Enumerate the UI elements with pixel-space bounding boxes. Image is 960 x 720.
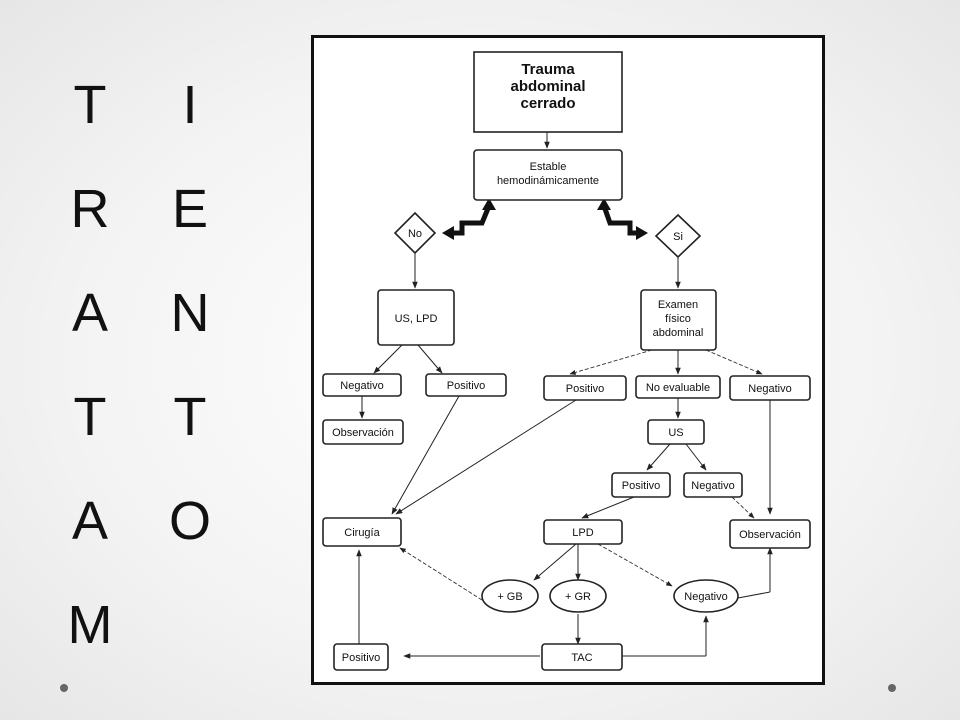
node-positivo-tac-label: Positivo [342, 652, 381, 664]
node-examen: Examen físico abdominal [640, 289, 717, 351]
slide-dot-right [888, 684, 896, 692]
title-letter: A [71, 283, 109, 343]
node-negativo-lpd: Negativo [673, 579, 739, 613]
node-negativo-left: Negativo [322, 373, 402, 397]
flowchart-svg: Trauma abdominal cerrado Estable hemodin… [322, 51, 811, 671]
flowchart-frame: Trauma abdominal cerrado Estable hemodin… [311, 35, 825, 685]
title-letter: O [168, 491, 211, 551]
node-gr-label: + GR [565, 591, 591, 603]
node-lpd: LPD [543, 519, 623, 545]
node-us-lpd: US, LPD [377, 289, 455, 346]
node-no-evaluable: No evaluable [635, 375, 721, 399]
vertical-title-column-2: I E N T O [160, 78, 220, 598]
node-trauma-line-2: abdominal [510, 78, 585, 95]
node-gr: + GR [549, 579, 607, 613]
node-estable: Estable hemodinámicamente [473, 149, 623, 201]
node-positivo-us: Positivo [611, 472, 671, 498]
node-negativo-lpd-label: Negativo [684, 591, 727, 603]
node-observacion-right-label: Observación [739, 529, 801, 541]
title-letter: I [182, 75, 198, 135]
node-negativo-us-label: Negativo [691, 480, 734, 492]
node-lpd-label: LPD [572, 527, 593, 539]
node-trauma-line-1: Trauma [521, 61, 575, 78]
node-cirugia-label: Cirugía [344, 527, 380, 539]
title-letter: T [73, 387, 107, 447]
node-trauma-line-3: cerrado [520, 95, 575, 112]
node-negativo-left-label: Negativo [340, 380, 383, 392]
node-gb: + GB [481, 579, 539, 613]
node-estable-line-2: hemodinámicamente [497, 175, 599, 187]
node-positivo-mid-label: Positivo [566, 383, 605, 395]
node-no-label: No [408, 228, 422, 240]
node-no: No [393, 211, 437, 255]
node-observacion-right: Observación [729, 519, 811, 549]
node-cirugia: Cirugía [322, 517, 402, 547]
node-negativo-right-label: Negativo [748, 383, 791, 395]
node-examen-line-3: abdominal [653, 327, 704, 339]
node-si-label: Si [673, 231, 683, 243]
title-letter: N [170, 283, 210, 343]
node-examen-line-2: físico [665, 313, 691, 325]
node-observacion-left-label: Observación [332, 427, 394, 439]
node-positivo-tac: Positivo [333, 643, 389, 671]
node-estable-line-1: Estable [530, 161, 567, 173]
title-letter: A [71, 491, 109, 551]
node-negativo-right: Negativo [729, 375, 811, 401]
node-positivo-mid: Positivo [543, 375, 627, 401]
connectors [356, 131, 773, 659]
title-letter: T [73, 75, 107, 135]
title-letter: R [70, 179, 110, 239]
node-no-evaluable-label: No evaluable [646, 382, 710, 394]
node-tac: TAC [541, 643, 623, 671]
node-trauma: Trauma abdominal cerrado [473, 51, 623, 133]
node-positivo-us-label: Positivo [622, 480, 661, 492]
title-letter: E [171, 179, 209, 239]
node-observacion-left: Observación [322, 419, 404, 445]
node-negativo-us: Negativo [683, 472, 743, 498]
node-si: Si [654, 213, 702, 259]
title-letter: T [173, 387, 207, 447]
vertical-title-column-1: T R A T A M [60, 78, 120, 702]
node-us-lpd-label: US, LPD [395, 313, 438, 325]
node-examen-line-1: Examen [658, 299, 698, 311]
node-us-label: US [668, 427, 683, 439]
node-positivo-left: Positivo [425, 373, 507, 397]
node-tac-label: TAC [571, 652, 592, 664]
title-letter: M [67, 595, 113, 655]
slide-dot-left [60, 684, 68, 692]
node-gb-label: + GB [497, 591, 522, 603]
node-positivo-left-label: Positivo [447, 380, 486, 392]
node-us: US [647, 419, 705, 445]
